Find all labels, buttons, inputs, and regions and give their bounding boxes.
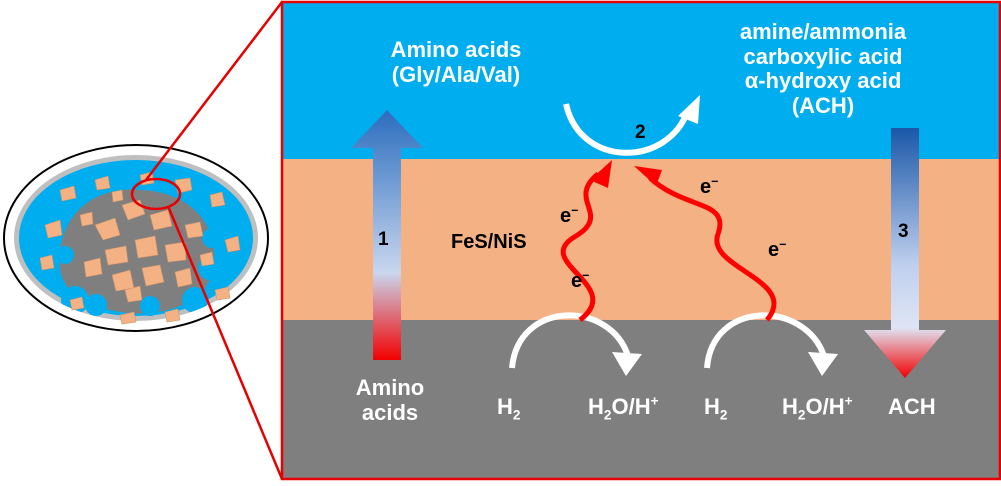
step-2-label: 2 [635, 122, 646, 143]
electron-label: e− [768, 237, 787, 261]
electron-path-left-head [590, 160, 612, 188]
hydrogen-label: H2 [704, 394, 728, 423]
hydrogen-label: H2 [497, 394, 521, 423]
ach-label: ACH [888, 394, 936, 419]
h2-oxidation-arc-right-head [808, 352, 838, 376]
h2-oxidation-arc-right [704, 312, 827, 369]
zoom-line-top [145, 1, 283, 181]
reaction-arc-head [678, 95, 700, 124]
electron-label: e− [571, 268, 590, 292]
products-label: amine/ammonia carboxylic acid α-hydroxy … [739, 19, 907, 118]
amino-acids-surface-label: Amino acids (Gly/Ala/Val) [390, 37, 522, 87]
electron-path-right [648, 176, 777, 322]
h2-oxidation-arc-left-head [612, 352, 642, 376]
vent-inset [3, 144, 269, 332]
zoom-line-bottom [166, 205, 284, 480]
electron-label: e− [700, 174, 719, 198]
downward-transport-arrow [864, 128, 946, 378]
mineral-layer [282, 159, 1000, 320]
electron-label: e− [560, 203, 579, 227]
electron-path-right-head [634, 166, 662, 186]
step-1-label: 1 [378, 229, 389, 250]
reaction-arc [563, 103, 691, 156]
electron-path-left [560, 172, 600, 322]
upward-transport-arrow [351, 110, 423, 360]
amino-acids-source-label: Amino acids [355, 375, 425, 425]
h2-oxidation-arc-left [509, 312, 631, 369]
zoom-frame [280, 0, 1001, 481]
step-3-label: 3 [898, 221, 909, 242]
water-proton-label: H2O/H+ [782, 393, 853, 423]
catalyst-label: FeS/NiS [451, 231, 527, 253]
water-proton-label: H2O/H+ [588, 393, 659, 423]
